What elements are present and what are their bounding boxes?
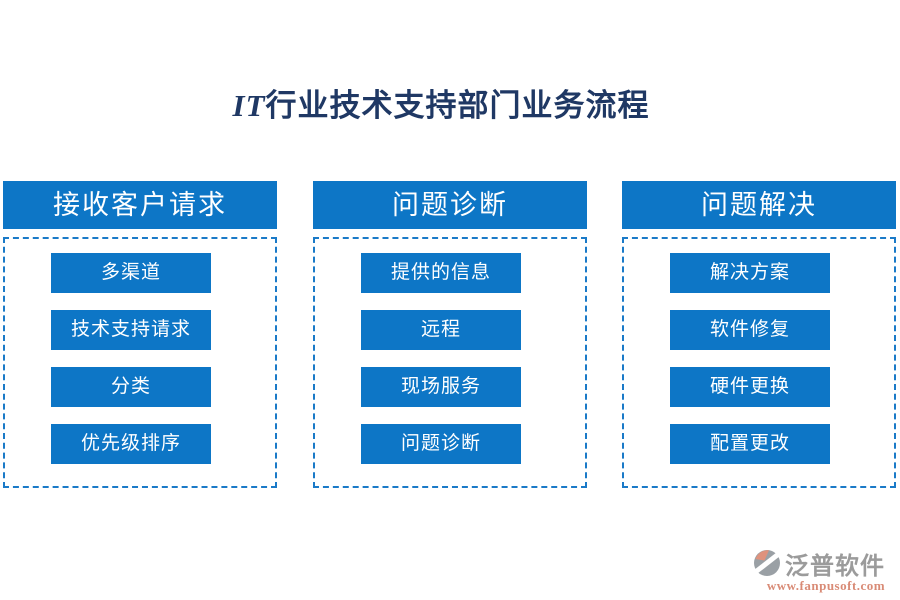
column-header-receive-request: 接收客户请求: [3, 181, 277, 229]
brand-url: www.fanpusoft.com: [766, 578, 886, 593]
flow-node-remote: 远程: [361, 310, 521, 350]
fanpu-logo-icon: [752, 549, 782, 577]
column-group-receive-request: 多渠道 技术支持请求 分类 优先级排序: [3, 237, 277, 488]
flow-node-problem-diagnosis: 问题诊断: [361, 424, 521, 464]
flow-node-tech-support-request: 技术支持请求: [51, 310, 211, 350]
column-problem-diagnosis: 问题诊断 提供的信息 远程 现场服务 问题诊断: [313, 181, 587, 488]
flow-node-hardware-replace: 硬件更换: [670, 367, 830, 407]
column-problem-resolution: 问题解决 解决方案 软件修复 硬件更换 配置更改: [622, 181, 896, 488]
flow-node-prioritize: 优先级排序: [51, 424, 211, 464]
title-text: 行业技术支持部门业务流程: [265, 88, 650, 123]
flow-node-provided-info: 提供的信息: [361, 253, 521, 293]
flow-node-classify: 分类: [51, 367, 211, 407]
diagram-title: IT行业技术支持部门业务流程: [0, 80, 882, 125]
column-group-problem-resolution: 解决方案 软件修复 硬件更换 配置更改: [622, 237, 896, 488]
title-latin-prefix: IT: [232, 88, 266, 123]
column-receive-request: 接收客户请求 多渠道 技术支持请求 分类 优先级排序: [3, 181, 277, 488]
column-header-problem-diagnosis: 问题诊断: [313, 181, 587, 229]
flow-node-onsite-service: 现场服务: [361, 367, 521, 407]
column-group-problem-diagnosis: 提供的信息 远程 现场服务 问题诊断: [313, 237, 587, 488]
brand-watermark: 泛普软件 www.fanpusoft.com: [752, 548, 900, 594]
flow-node-software-fix: 软件修复: [670, 310, 830, 350]
column-header-problem-resolution: 问题解决: [622, 181, 896, 229]
flow-node-multichannel: 多渠道: [51, 253, 211, 293]
flow-node-config-change: 配置更改: [670, 424, 830, 464]
flow-node-solution: 解决方案: [670, 253, 830, 293]
brand-name: 泛普软件: [785, 553, 885, 580]
